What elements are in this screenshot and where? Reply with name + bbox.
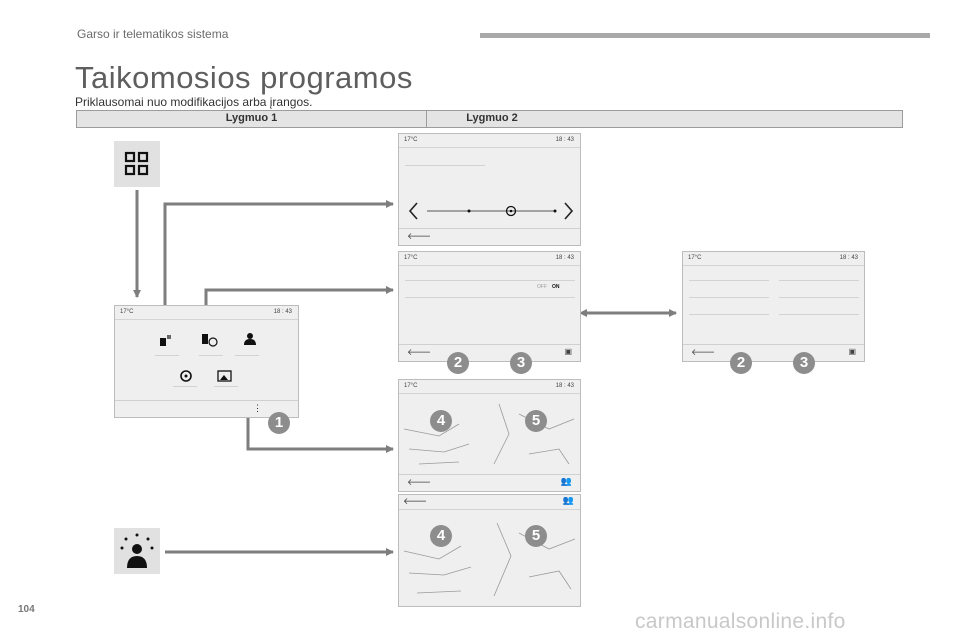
temperature: 17°C [120, 309, 134, 315]
back-arrow-icon[interactable]: 🡐 [407, 231, 432, 241]
save-icon[interactable]: ▣ [848, 347, 856, 356]
slider-control[interactable] [405, 200, 577, 222]
watermark: carmanualsonline.info [635, 610, 846, 633]
clock: 18 : 43 [555, 255, 574, 261]
bottom-bar: ⋮ [115, 400, 298, 417]
contact-person-icon [120, 533, 154, 568]
applications-tile[interactable] [114, 141, 160, 187]
status-bar: 17°C 18 : 43 [683, 252, 864, 266]
callout-2b: 2 [730, 352, 752, 374]
callout-5a: 5 [525, 410, 547, 432]
callout-2a: 2 [447, 352, 469, 374]
temperature: 17°C [688, 255, 702, 261]
toggle-off[interactable]: OFF [537, 284, 547, 290]
map-lines [403, 522, 576, 597]
save-icon[interactable]: ▣ [564, 347, 572, 356]
back-arrow-icon[interactable]: 🡐 [691, 347, 716, 357]
app-icon-2[interactable] [199, 332, 221, 353]
clock: 18 : 43 [273, 309, 292, 315]
back-arrow-icon[interactable]: 🡐 [407, 347, 432, 357]
callout-1: 1 [268, 412, 290, 434]
contacts-search-icon[interactable]: 👥 [562, 495, 574, 505]
page-number: 104 [18, 604, 35, 615]
contacts-tile[interactable] [114, 528, 160, 574]
callout-3b: 3 [793, 352, 815, 374]
user-icon [244, 333, 256, 345]
clock: 18 : 43 [839, 255, 858, 261]
temperature: 17°C [404, 137, 418, 143]
back-arrow-icon[interactable]: 🡐 [407, 477, 432, 487]
temperature: 17°C [404, 255, 418, 261]
callout-4b: 4 [430, 525, 452, 547]
back-arrow-icon[interactable]: 🡐 [403, 496, 428, 506]
callout-4a: 4 [430, 410, 452, 432]
callout-5b: 5 [525, 525, 547, 547]
page-title: Taikomosios programos [75, 60, 413, 95]
settings-apps-icon [180, 370, 192, 382]
toggle-on[interactable]: ON [552, 284, 560, 290]
level-table-header: Lygmuo 1 Lygmuo 2 [76, 110, 903, 128]
photo-icon [217, 370, 232, 382]
history-apps-icon [202, 334, 218, 347]
header-bar [480, 33, 930, 38]
level-2-label: Lygmuo 2 [466, 112, 518, 124]
temperature: 17°C [404, 383, 418, 389]
map-lines [403, 403, 575, 465]
page-subtitle: Priklausomai nuo modifikacijos arba įran… [75, 95, 313, 109]
bottom-bar: 🡐 [399, 228, 580, 245]
clock: 18 : 43 [555, 383, 574, 389]
contacts-search-icon[interactable]: 👥 [560, 476, 572, 486]
status-bar: 17°C 18 : 43 [399, 252, 580, 266]
grid-icon [124, 151, 149, 176]
phone-apps-icon [160, 335, 171, 346]
app-icon-3[interactable] [240, 331, 262, 352]
screen-level2-c: 17°C 18 : 43 🡐 👥 [398, 379, 581, 492]
top-bar: 🡐 👥 [399, 495, 580, 510]
screen-level2-a: 17°C 18 : 43 🡐 [398, 133, 581, 246]
bottom-bar: 🡐 ▣ [683, 344, 864, 361]
status-bar: 17°C 18 : 43 [115, 306, 298, 320]
bottom-bar: 🡐 👥 [399, 474, 580, 491]
section-header: Garso ir telematikos sistema [77, 27, 229, 41]
level-divider [426, 111, 427, 127]
bottom-bar: 🡐 ▣ [399, 344, 580, 361]
level-1-label: Lygmuo 1 [225, 112, 278, 124]
clock: 18 : 43 [555, 137, 574, 143]
app-icon-4[interactable] [175, 368, 197, 389]
status-bar: 17°C 18 : 43 [399, 134, 580, 148]
app-icon-5[interactable] [214, 368, 236, 389]
screen-level2-b: 17°C 18 : 43 OFF ON 🡐 ▣ [398, 251, 581, 362]
status-bar: 17°C 18 : 43 [399, 380, 580, 394]
screen-level2-e: 17°C 18 : 43 🡐 ▣ [682, 251, 865, 362]
arrow-app1-to-screen-a [163, 200, 394, 336]
screen-level2-d: 🡐 👥 [398, 494, 581, 607]
callout-3a: 3 [510, 352, 532, 374]
applications-screen: 17°C 18 : 43 ⋮ [114, 305, 299, 418]
app-icon-1[interactable] [155, 332, 177, 353]
